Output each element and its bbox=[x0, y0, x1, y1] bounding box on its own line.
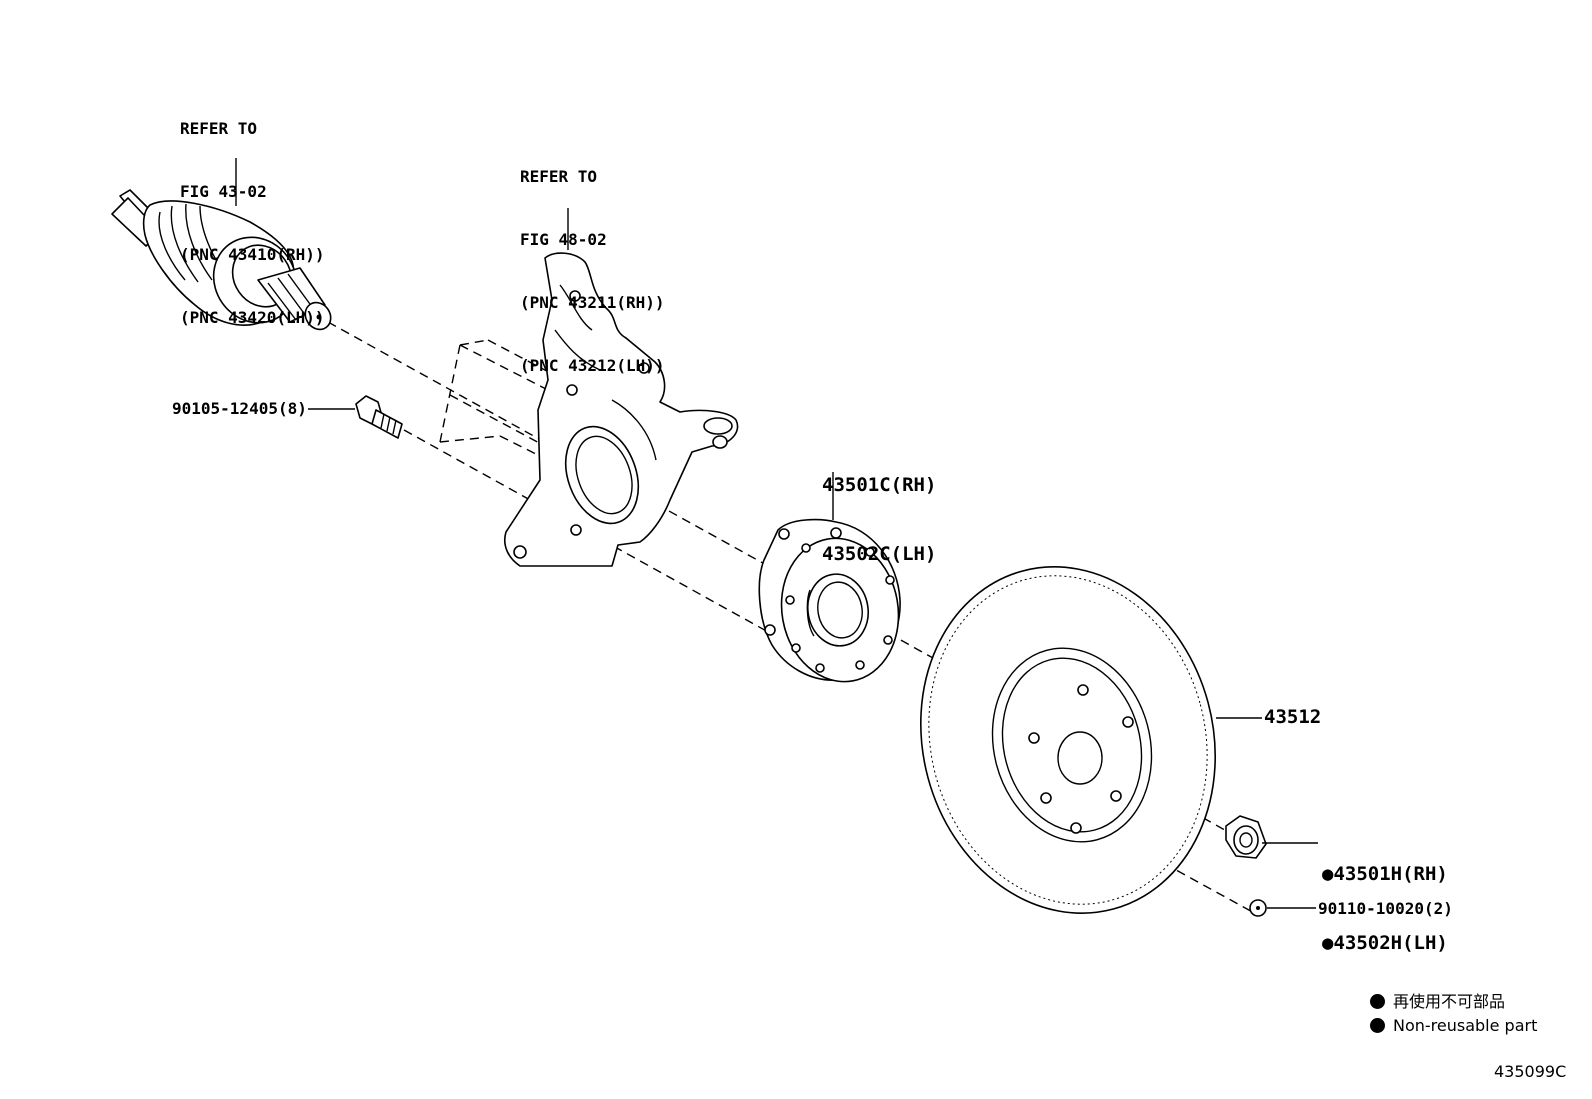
non-reusable-dot-icon: ● bbox=[1322, 863, 1334, 885]
drive-shaft-callout: REFER TO FIG 43-02 (PNC 43410(RH)) (PNC … bbox=[180, 76, 325, 349]
knuckle-callout-line-1: REFER TO bbox=[520, 167, 598, 186]
legend-dot-icon bbox=[1370, 994, 1385, 1009]
nut-part-number-rh: ●43501H(RH) bbox=[1322, 863, 1448, 886]
drive-shaft-callout-line-3: (PNC 43410(RH)) bbox=[180, 245, 325, 264]
non-reusable-dot-icon: ● bbox=[1322, 932, 1334, 954]
drive-shaft bbox=[111, 189, 332, 331]
knuckle-callout: REFER TO FIG 48-02 (PNC 43211(RH)) (PNC … bbox=[520, 124, 665, 397]
leader-lines bbox=[235, 158, 1318, 909]
bolt bbox=[355, 395, 403, 439]
figure-number: 435099C bbox=[1494, 1062, 1567, 1081]
hub-callout: 43501C(RH) 43502C(LH) bbox=[822, 428, 936, 589]
legend-japanese: 再使用不可部品 bbox=[1370, 992, 1505, 1012]
steering-knuckle bbox=[504, 252, 739, 567]
drive-shaft-callout-line-4: (PNC 43420(LH)) bbox=[180, 308, 325, 327]
nut-callout: ●43501H(RH) ●43502H(LH) bbox=[1322, 817, 1448, 978]
hub-nut bbox=[1225, 815, 1267, 859]
axle-hub bbox=[758, 518, 901, 683]
drive-shaft-callout-line-1: REFER TO bbox=[180, 119, 258, 138]
legend-dot-icon bbox=[1370, 1018, 1385, 1033]
nut-part-number-rh-text: 43501H(RH) bbox=[1333, 863, 1448, 885]
nut-part-number-lh-text: 43502H(LH) bbox=[1333, 932, 1448, 954]
screw bbox=[1249, 899, 1267, 917]
screw-part-number: 90110-10020(2) bbox=[1318, 899, 1453, 918]
bolt-part-number: 90105-12405(8) bbox=[172, 399, 307, 418]
disc-rotor bbox=[919, 566, 1217, 914]
legend-english: Non-reusable part bbox=[1370, 1016, 1537, 1036]
nut-part-number-lh: ●43502H(LH) bbox=[1322, 932, 1448, 955]
hub-part-number-lh: 43502C(LH) bbox=[822, 543, 937, 565]
hub-part-number-rh: 43501C(RH) bbox=[822, 474, 937, 496]
disc-part-number: 43512 bbox=[1264, 706, 1322, 728]
drive-shaft-callout-line-2: FIG 43-02 bbox=[180, 182, 267, 201]
knuckle-callout-line-2: FIG 48-02 bbox=[520, 230, 607, 249]
legend-english-text: Non-reusable part bbox=[1393, 1016, 1538, 1035]
legend-japanese-text: 再使用不可部品 bbox=[1393, 992, 1506, 1011]
knuckle-callout-line-3: (PNC 43211(RH)) bbox=[520, 293, 665, 312]
knuckle-callout-line-4: (PNC 43212(LH)) bbox=[520, 356, 665, 375]
